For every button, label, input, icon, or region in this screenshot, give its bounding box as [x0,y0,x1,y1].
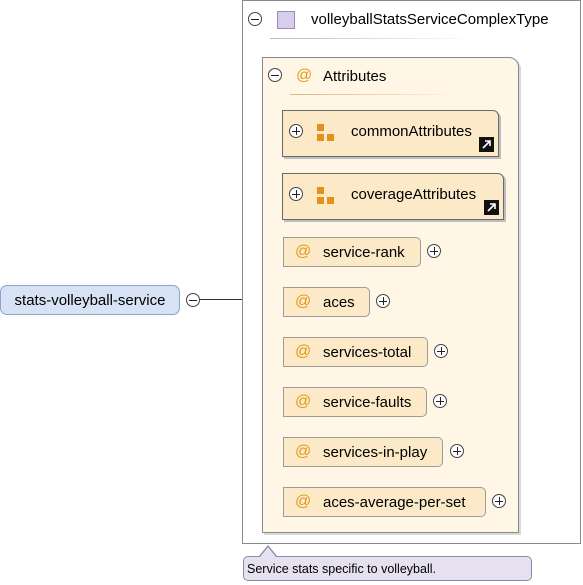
expand-icon[interactable] [376,294,390,308]
element-name: stats-volleyball-service [14,291,166,309]
expand-icon[interactable] [289,124,303,138]
reference-arrow-icon [479,137,494,152]
expand-icon[interactable] [434,344,448,358]
reference-arrow-icon [484,200,499,215]
attribute-label: service-faults [323,394,412,411]
attribute-services-in-play[interactable]: @ services-in-play [283,437,443,467]
group-ref-label: commonAttributes [351,123,472,140]
complex-type-icon [277,11,295,29]
attribute-group-icon [317,124,337,144]
attribute-label: aces [323,294,355,311]
complex-type-collapse-icon[interactable] [248,12,262,26]
attribute-services-total[interactable]: @ services-total [283,337,428,367]
annotation-text: Service stats specific to volleyball. [247,562,436,576]
at-sign-icon: @ [295,393,312,410]
group-ref-coverage-attributes[interactable]: coverageAttributes [282,173,504,220]
element-collapse-icon[interactable] [186,293,200,307]
attribute-label: aces-average-per-set [323,494,466,511]
attribute-service-rank[interactable]: @ service-rank [283,237,421,267]
at-sign-icon: @ [295,293,312,310]
element-node[interactable]: stats-volleyball-service [0,285,180,315]
attribute-service-faults[interactable]: @ service-faults [283,387,427,417]
expand-icon[interactable] [492,494,506,508]
attribute-label: services-in-play [323,444,428,461]
attributes-at-icon: @ [296,67,313,84]
expand-icon[interactable] [427,244,441,258]
group-ref-label: coverageAttributes [351,186,477,203]
expand-icon[interactable] [450,444,464,458]
connector-line [200,299,262,300]
attributes-divider [290,94,460,95]
annotation-box: Service stats specific to volleyball. [243,556,532,581]
expand-icon[interactable] [433,394,447,408]
expand-icon[interactable] [289,187,303,201]
attributes-collapse-icon[interactable] [268,68,282,82]
attribute-aces[interactable]: @ aces [283,287,370,317]
annotation-pointer-fill [260,547,276,557]
complex-type-name: volleyballStatsServiceComplexType [311,11,549,28]
at-sign-icon: @ [295,493,312,510]
group-ref-common-attributes[interactable]: commonAttributes [282,110,499,157]
at-sign-icon: @ [295,243,312,260]
attribute-label: services-total [323,344,412,361]
attribute-aces-average-per-set[interactable]: @ aces-average-per-set [283,487,486,517]
at-sign-icon: @ [295,343,312,360]
attribute-label: service-rank [323,244,405,261]
attribute-group-icon [317,187,337,207]
at-sign-icon: @ [295,443,312,460]
header-divider [270,38,480,39]
attributes-title: Attributes [323,68,387,85]
